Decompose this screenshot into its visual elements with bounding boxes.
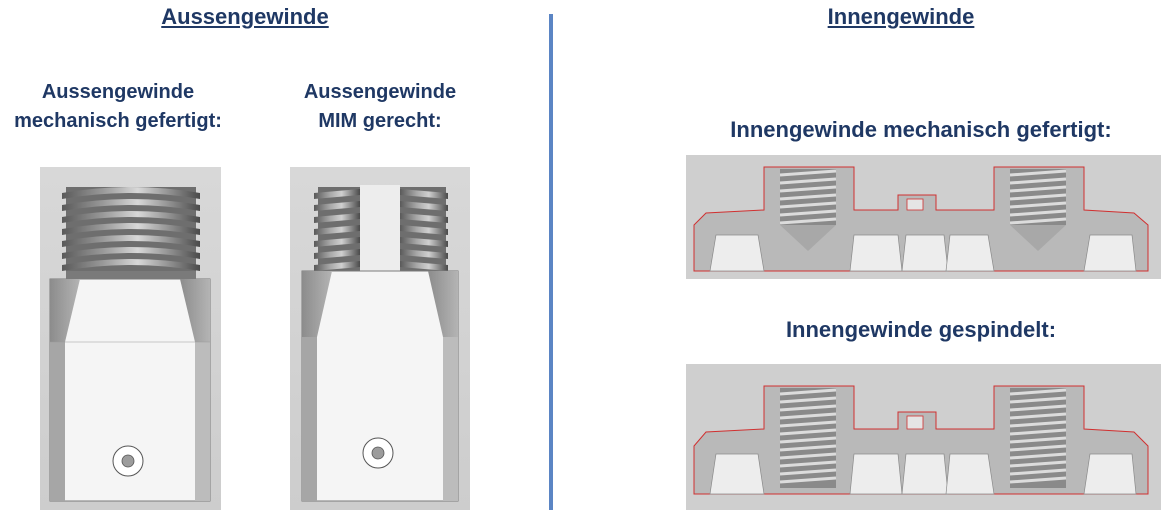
- label-aussen-mim-line1: Aussengewinde: [303, 81, 457, 103]
- aussengewinde-heading: Aussengewinde: [161, 4, 329, 29]
- label-aussen-mim: Aussengewinde MIM gerecht:: [270, 78, 490, 136]
- label-aussen-mechanisch: Aussengewinde mechanisch gefertigt:: [0, 78, 236, 136]
- render-aussen-mim: [290, 167, 470, 510]
- label-innen-mechanisch: Innengewinde mechanisch gefertigt:: [730, 117, 1112, 142]
- label-aussen-mim-line2: MIM gerecht:: [318, 110, 442, 132]
- center-divider: [549, 14, 553, 510]
- render-innen-gespindelt: [686, 364, 1161, 510]
- label-aussen-mechanisch-line2: mechanisch gefertigt:: [14, 110, 222, 132]
- label-aussen-mechanisch-line1: Aussengewinde: [41, 81, 195, 103]
- render-innen-mechanisch: [686, 155, 1161, 279]
- innengewinde-heading: Innengewinde: [827, 4, 975, 29]
- render-aussen-mechanisch: [40, 167, 221, 510]
- label-innen-gespindelt: Innengewinde gespindelt:: [785, 317, 1057, 342]
